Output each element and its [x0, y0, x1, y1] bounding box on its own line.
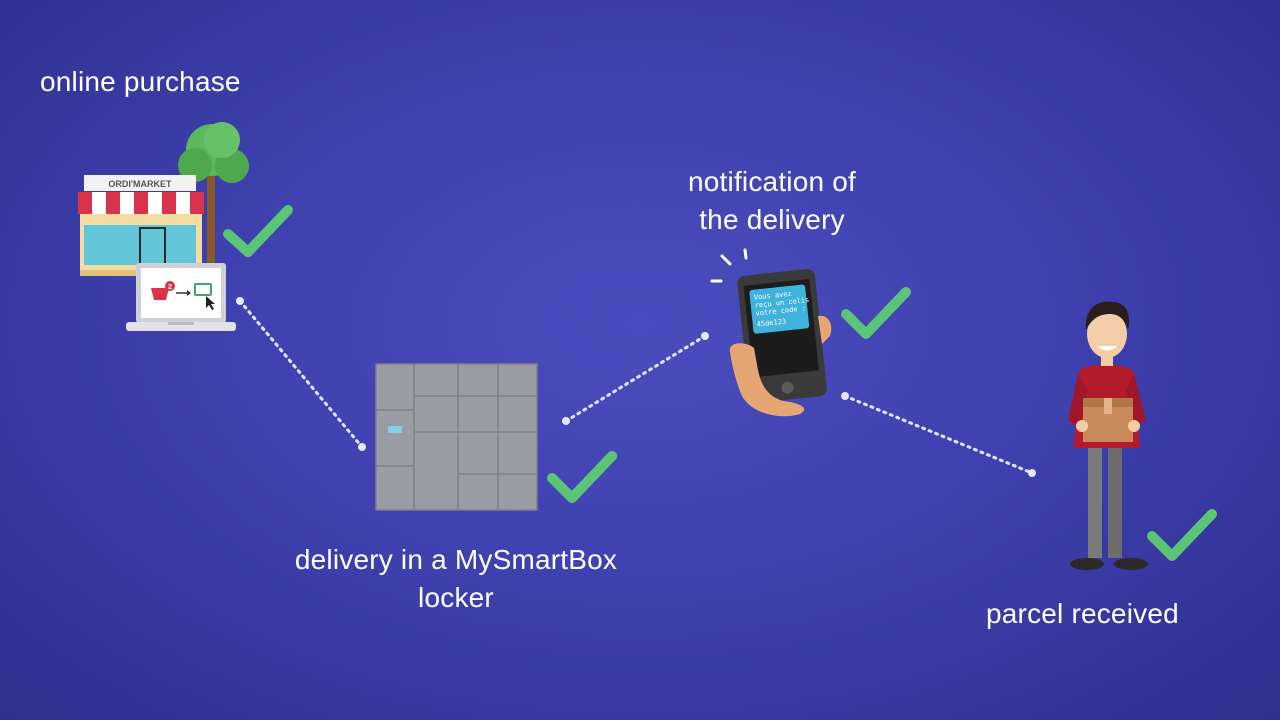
parcel-box-icon — [1083, 398, 1133, 442]
step-label-parcel-received: parcel received — [986, 598, 1179, 629]
store-awning — [78, 192, 204, 214]
step-label-notification: notification of the delivery — [652, 163, 892, 239]
store-sign-text: ORDI'MARKET — [108, 179, 172, 189]
basket-icon — [151, 288, 169, 300]
message-bubble — [749, 284, 810, 334]
checkmark-icon — [1147, 509, 1217, 561]
locker-screen — [388, 426, 402, 433]
person-illustration — [1068, 301, 1148, 570]
store-illustration: ORDI'MARKET 2 — [78, 122, 249, 331]
connector-locker-to-phone — [562, 332, 709, 425]
step-label-online-purchase: online purchase — [40, 66, 241, 97]
cart-count-badge: 2 — [168, 284, 172, 291]
checkmark-icon — [547, 451, 617, 503]
locker-label-line-2: locker — [418, 582, 494, 613]
locker-label-line-1: delivery in a MySmartBox — [294, 544, 618, 575]
cursor-icon — [206, 296, 215, 310]
checkmark-icon — [223, 205, 293, 257]
message-text: Vous avez reçu un colis votre code : 45d… — [754, 288, 816, 329]
step-label-locker-delivery: delivery in a MySmartBox locker — [256, 541, 656, 617]
phone-illustration: Vous avez reçu un colis votre code : 45d… — [710, 248, 832, 417]
connector-store-to-locker — [236, 297, 366, 451]
credit-card-icon — [194, 283, 212, 296]
checkmark-icon — [841, 287, 911, 339]
smartbox-locker — [375, 363, 538, 511]
laptop-icon: 2 — [126, 263, 236, 331]
notification-label-line-2: the delivery — [699, 204, 845, 235]
notification-label-line-1: notification of — [688, 166, 856, 197]
tree-icon — [178, 122, 249, 270]
connector-phone-to-person — [841, 392, 1036, 477]
